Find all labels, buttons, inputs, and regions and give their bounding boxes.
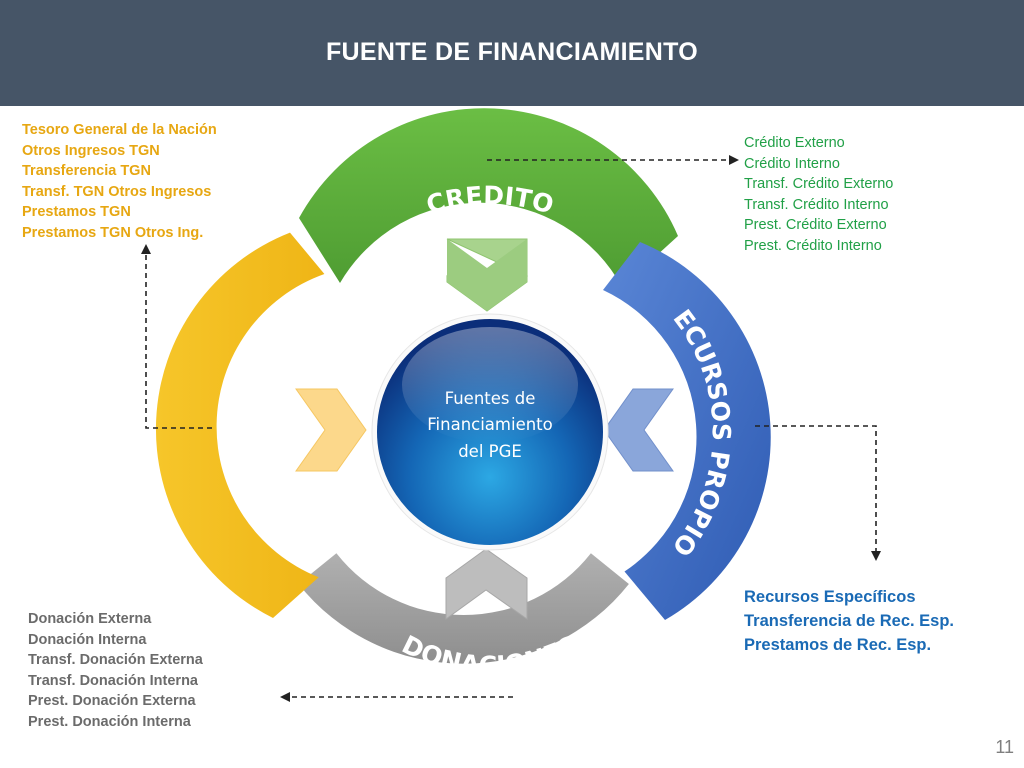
list-item: Recursos Específicos xyxy=(744,588,916,606)
list-donaciones: Donación Externa Donación Interna Transf… xyxy=(28,609,203,732)
segment-recursos-tgn xyxy=(155,232,325,618)
chevron-left-icon xyxy=(603,388,674,472)
chevron-down-icon-solid xyxy=(447,239,527,311)
list-item: Transferencia de Rec. Esp. xyxy=(744,612,955,630)
list-item: Donación Interna xyxy=(28,631,147,648)
arrowhead-left-icon xyxy=(280,692,290,702)
chevron-right-icon xyxy=(295,388,367,472)
list-credito: Crédito Externo Crédito Interno Transf. … xyxy=(744,133,893,256)
center-sphere-shine xyxy=(402,327,578,443)
list-item: Prest. Crédito Interno xyxy=(744,237,882,254)
list-item: Crédito Interno xyxy=(744,155,840,172)
arrowhead-right-icon xyxy=(729,155,739,165)
list-item: Otros Ingresos TGN xyxy=(22,142,160,159)
slide-title: FUENTE DE FINANCIAMIENTO xyxy=(325,37,699,66)
list-item: Prestamos TGN xyxy=(22,204,131,220)
chevron-up-icon xyxy=(445,548,528,620)
center-label-line-1: Fuentes de xyxy=(445,389,536,408)
segment-credito xyxy=(299,108,678,287)
center-label-line-2: Financiamiento xyxy=(427,415,553,434)
list-recursos-propios: Recursos Específicos Transferencia de Re… xyxy=(744,585,954,657)
center-label-line-3: del PGE xyxy=(458,442,522,461)
list-item: Prest. Donación Interna xyxy=(28,713,191,730)
segment-label-recursos-tgn: RECURSOS TGN xyxy=(0,0,272,528)
list-item: Transf. TGN Otros Ingresos xyxy=(22,183,212,200)
list-item: Transf. Donación Interna xyxy=(28,672,198,689)
segment-label-credito: CREDITO xyxy=(423,181,557,220)
list-item: Tesoro General de la Nación xyxy=(22,122,217,138)
connector-propios xyxy=(755,425,877,552)
segment-donaciones xyxy=(298,553,629,664)
list-item: Prestamos TGN Otros Ing. xyxy=(22,224,204,241)
list-item: Transferencia TGN xyxy=(22,163,151,179)
list-item: Donación Externa xyxy=(28,611,152,627)
list-item: Prest. Crédito Externo xyxy=(744,217,887,233)
connector-tgn xyxy=(145,253,212,429)
list-item: Transf. Donación Externa xyxy=(28,652,203,668)
list-item: Prestamos de Rec. Esp. xyxy=(744,636,932,654)
list-item: Crédito Externo xyxy=(744,135,845,151)
slide-header: FUENTE DE FINANCIAMIENTO xyxy=(0,0,1024,106)
list-item: Prest. Donación Externa xyxy=(28,693,196,709)
list-item: Transf. Crédito Externo xyxy=(744,176,894,192)
segment-recursos-propios xyxy=(603,242,771,620)
page-number: 11 xyxy=(995,737,1014,757)
arrowhead-up-icon xyxy=(141,244,151,254)
list-item: Transf. Crédito Interno xyxy=(744,196,889,213)
list-recursos-tgn: Tesoro General de la Nación Otros Ingres… xyxy=(22,120,217,243)
arrowhead-down-icon xyxy=(871,551,881,561)
